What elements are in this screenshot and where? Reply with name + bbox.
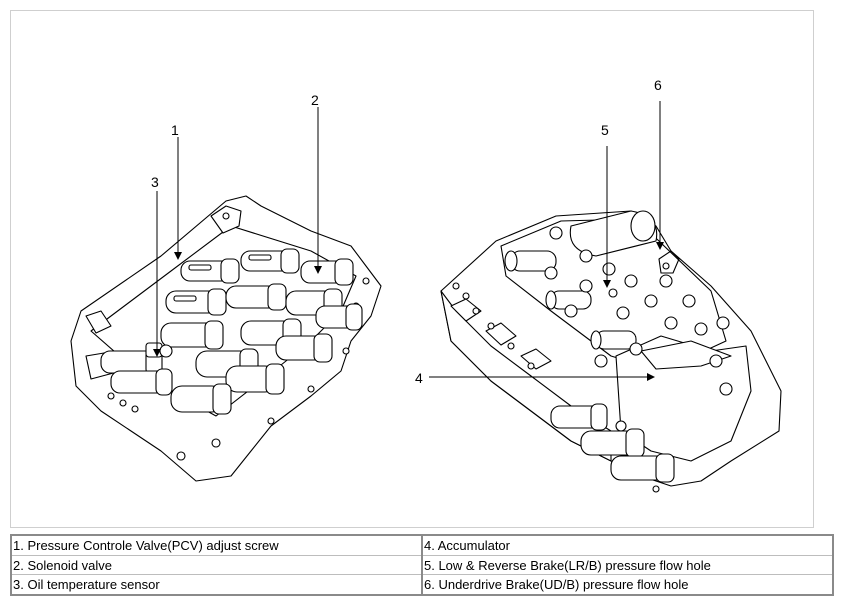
legend-item-5: 5. Low & Reverse Brake(LR/B) pressure fl… (423, 554, 832, 575)
callout-3: 3 (151, 174, 159, 190)
callout-6: 6 (654, 77, 662, 93)
right-valve-body (440, 210, 782, 493)
callout-4: 4 (415, 370, 423, 386)
solenoid-group (100, 248, 363, 415)
legend-item-3: 3. Oil temperature sensor (12, 574, 421, 594)
left-valve-body (70, 195, 382, 482)
callout-2: 2 (311, 92, 319, 108)
callout-1: 1 (171, 122, 179, 138)
legend-item-6: 6. Underdrive Brake(UD/B) pressure flow … (423, 574, 832, 594)
legend-item-4: 4. Accumulator (424, 538, 510, 553)
callout-5: 5 (601, 122, 609, 138)
callout-leaders (153, 101, 664, 381)
legend-item-1: 1. Pressure Controle Valve(PCV) adjust s… (13, 538, 279, 553)
legend-table: 1. Pressure Controle Valve(PCV) adjust s… (10, 534, 834, 596)
valve-body-illustration: 1 2 3 4 5 6 (70, 77, 782, 493)
legend-column-right: 4. Accumulator 5. Low & Reverse Brake(LR… (421, 536, 832, 594)
legend-column-left: 1. Pressure Controle Valve(PCV) adjust s… (12, 536, 421, 594)
diagram-frame: 1 2 3 4 5 6 (10, 10, 814, 528)
legend-item-2: 2. Solenoid valve (12, 554, 421, 575)
